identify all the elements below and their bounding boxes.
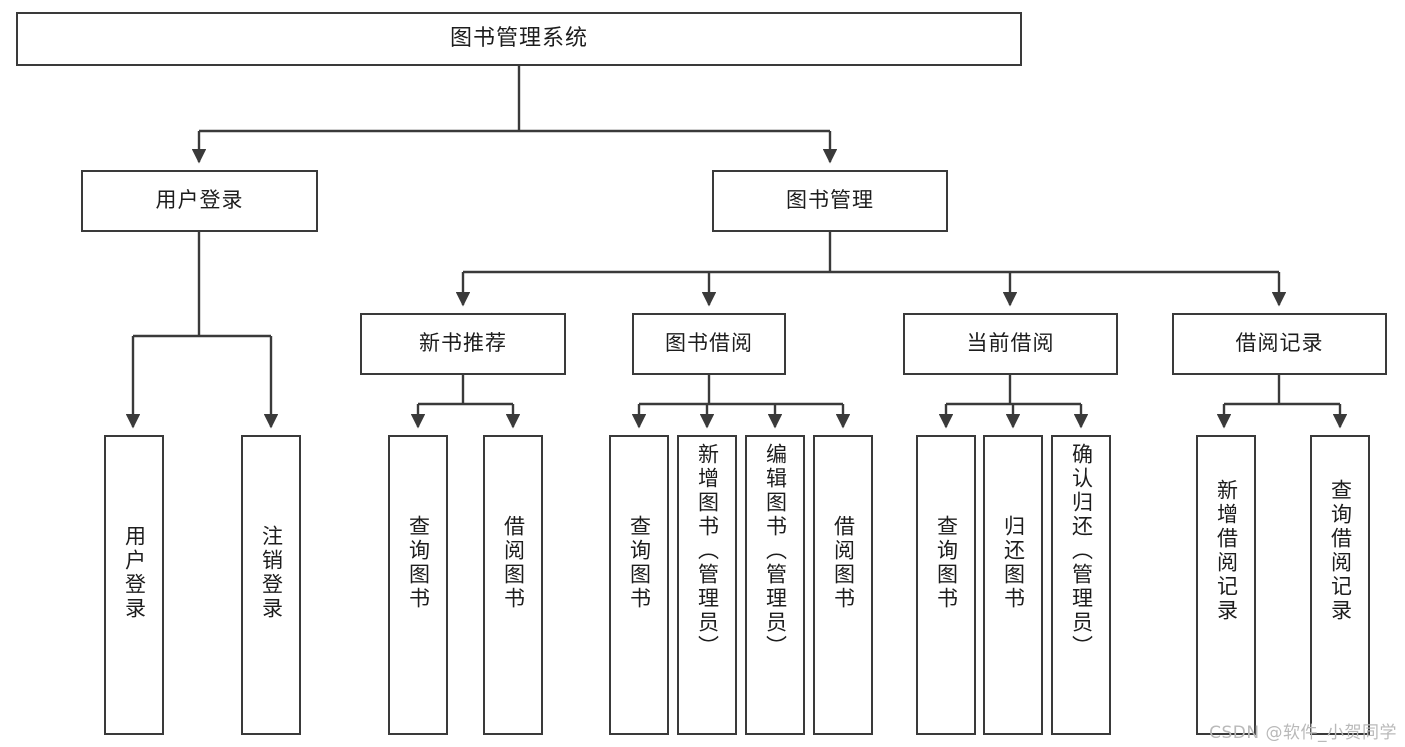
node-label: 图书管理 (786, 188, 874, 213)
leaf-borrow-borrow-book[interactable]: 借阅图书 (813, 435, 873, 735)
leaf-records-add-record[interactable]: 新增借阅记录 (1196, 435, 1256, 735)
node-label: 归还图书 (1001, 515, 1026, 611)
node-label: 借阅记录 (1235, 331, 1324, 356)
node-label: 新书推荐 (419, 331, 507, 356)
node-root-system[interactable]: 图书管理系统 (16, 12, 1022, 66)
node-label: 借阅图书 (831, 515, 856, 611)
node-label: 新增图书（管理员） (695, 443, 720, 659)
leaf-current-query-book[interactable]: 查询图书 (916, 435, 976, 735)
node-current-borrow[interactable]: 当前借阅 (903, 313, 1118, 375)
node-label: 查询图书 (627, 515, 652, 611)
leaf-recommend-borrow-book[interactable]: 借阅图书 (483, 435, 543, 735)
leaf-recommend-query-book[interactable]: 查询图书 (388, 435, 448, 735)
node-user-login[interactable]: 用户登录 (81, 170, 318, 232)
leaf-current-return-book[interactable]: 归还图书 (983, 435, 1043, 735)
leaf-current-confirm-return-admin[interactable]: 确认归还（管理员） (1051, 435, 1111, 735)
node-label: 当前借阅 (966, 331, 1055, 356)
node-label: 编辑图书（管理员） (763, 443, 788, 659)
node-label: 用户登录 (122, 525, 147, 621)
node-book-management[interactable]: 图书管理 (712, 170, 948, 232)
node-label: 查询借阅记录 (1328, 479, 1353, 623)
node-label: 新增借阅记录 (1214, 479, 1239, 623)
node-label: 确认归还（管理员） (1069, 443, 1094, 659)
node-label: 借阅图书 (501, 515, 526, 611)
node-label: 图书借阅 (665, 331, 753, 356)
node-label: 图书管理系统 (449, 25, 588, 51)
node-label: 查询图书 (934, 515, 959, 611)
node-label: 注销登录 (259, 525, 284, 621)
node-book-borrow[interactable]: 图书借阅 (632, 313, 786, 375)
leaf-user-login-logout[interactable]: 注销登录 (241, 435, 301, 735)
node-label: 查询图书 (406, 515, 431, 611)
csdn-watermark: CSDN @软件_小贺同学 (1209, 723, 1397, 743)
node-label: 用户登录 (155, 188, 244, 213)
node-new-book-recommend[interactable]: 新书推荐 (360, 313, 566, 375)
leaf-borrow-add-book-admin[interactable]: 新增图书（管理员） (677, 435, 737, 735)
leaf-records-query-record[interactable]: 查询借阅记录 (1310, 435, 1370, 735)
leaf-borrow-edit-book-admin[interactable]: 编辑图书（管理员） (745, 435, 805, 735)
leaf-user-login-login[interactable]: 用户登录 (104, 435, 164, 735)
leaf-borrow-query-book[interactable]: 查询图书 (609, 435, 669, 735)
node-borrow-records[interactable]: 借阅记录 (1172, 313, 1387, 375)
